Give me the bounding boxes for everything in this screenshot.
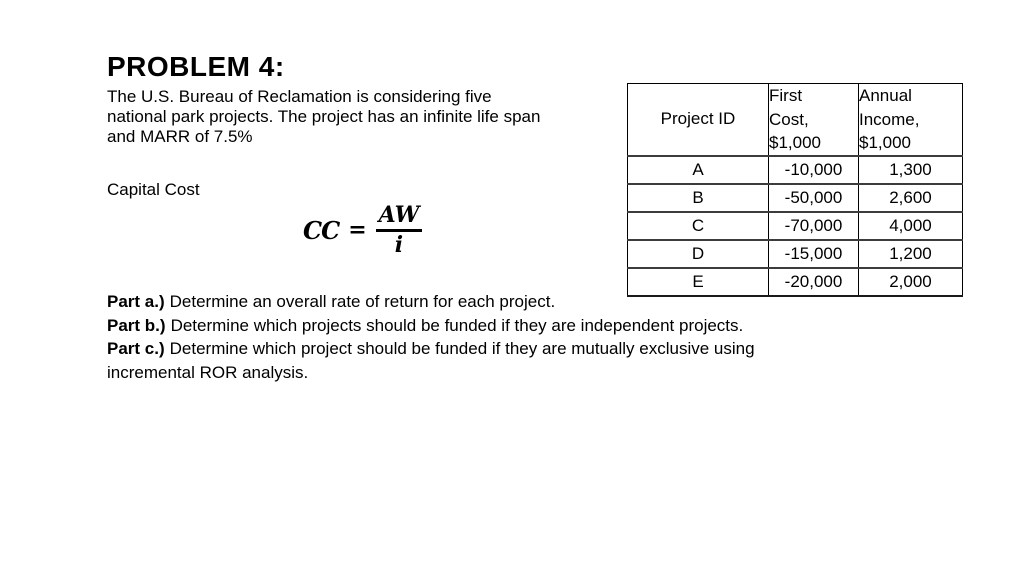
table-row: D -15,000 1,200 — [627, 238, 963, 269]
cell-first-cost: -15,000 — [768, 238, 859, 269]
formula-denominator: i — [394, 232, 404, 258]
part-b: Part b.)Determine which projects should … — [107, 314, 755, 338]
part-c: Part c.)Determine which project should b… — [107, 337, 755, 361]
table-header-row: Project ID First Cost, $1,000 Annual Inc… — [627, 83, 963, 157]
table-row: C -70,000 4,000 — [627, 210, 963, 241]
cell-project-id: D — [627, 238, 769, 269]
capital-cost-label: Capital Cost — [107, 180, 200, 199]
part-b-text: Determine which projects should be funde… — [170, 315, 744, 335]
cell-annual-income: 2,000 — [858, 266, 963, 297]
part-a-label: Part a.) — [107, 292, 165, 311]
capital-cost-formula: CC = AW i — [303, 202, 423, 258]
cell-project-id: A — [627, 154, 769, 185]
cell-project-id: B — [627, 182, 769, 213]
page-title: PROBLEM 4: — [107, 51, 285, 82]
formula-fraction: AW i — [375, 202, 423, 258]
part-a: Part a.)Determine an overall rate of ret… — [107, 290, 755, 314]
header-first-cost: First Cost, $1,000 — [768, 83, 859, 157]
problem-statement-line: and MARR of 7.5% — [107, 127, 253, 146]
cell-project-id: E — [627, 266, 769, 297]
projects-table: Project ID First Cost, $1,000 Annual Inc… — [627, 83, 963, 297]
fraction-bar — [375, 229, 423, 232]
formula-equals-sign: = — [348, 216, 367, 243]
cell-annual-income: 2,600 — [858, 182, 963, 213]
header-annual-income: Annual Income, $1,000 — [858, 83, 963, 157]
cell-annual-income: 4,000 — [858, 210, 963, 241]
part-c-continuation: incremental ROR analysis. — [107, 362, 309, 382]
cell-annual-income: 1,200 — [858, 238, 963, 269]
formula-numerator: AW — [378, 202, 420, 228]
table-row: B -50,000 2,600 — [627, 182, 963, 213]
cell-project-id: C — [627, 210, 769, 241]
part-c-text: Determine which project should be funded… — [169, 339, 755, 358]
part-b-label: Part b.) — [107, 315, 166, 335]
part-a-text: Determine an overall rate of return for … — [169, 292, 556, 311]
problem-statement: The U.S. Bureau of Reclamation is consid… — [107, 87, 540, 147]
cell-first-cost: -70,000 — [768, 210, 859, 241]
header-project-id: Project ID — [627, 83, 769, 157]
question-parts: Part a.)Determine an overall rate of ret… — [107, 290, 755, 384]
table-row: E -20,000 2,000 — [627, 266, 963, 297]
part-c-label: Part c.) — [107, 339, 165, 358]
table-row: A -10,000 1,300 — [627, 154, 963, 185]
problem-statement-line: national park projects. The project has … — [107, 107, 541, 126]
cell-first-cost: -50,000 — [768, 182, 859, 213]
cell-first-cost: -20,000 — [768, 266, 859, 297]
problem-statement-line: The U.S. Bureau of Reclamation is consid… — [107, 87, 492, 106]
cell-first-cost: -10,000 — [768, 154, 859, 185]
cell-annual-income: 1,300 — [858, 154, 963, 185]
formula-lhs: CC — [303, 216, 340, 245]
